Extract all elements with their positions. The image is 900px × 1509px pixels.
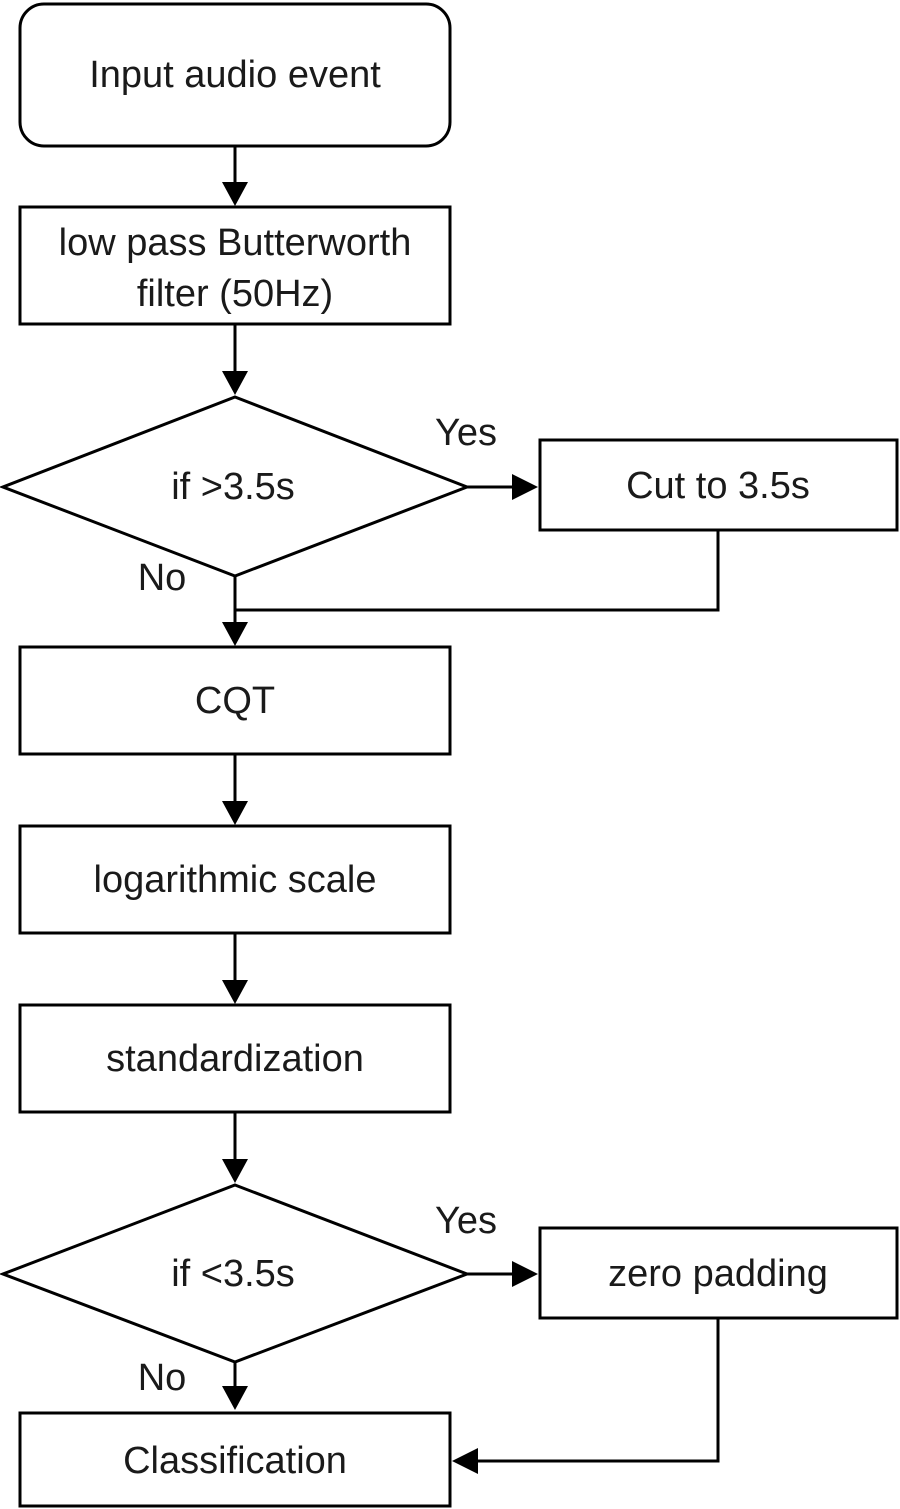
node-zero-padding: zero padding <box>538 1226 899 1320</box>
node-label-input-audio-event: Input audio event <box>89 54 381 96</box>
edge-label-no: No <box>138 1357 187 1399</box>
arrowhead-icon <box>222 1159 248 1183</box>
node-classification: Classification <box>18 1411 452 1508</box>
arrowhead-icon <box>222 182 248 206</box>
edge-label-yes: Yes <box>435 412 497 454</box>
node-lowpass-filter: low pass Butterworth filter (50Hz) <box>18 205 452 326</box>
arrowhead-icon <box>512 1261 538 1287</box>
edge-filter-to-decision-long <box>222 324 248 395</box>
node-label-classification: Classification <box>123 1440 347 1482</box>
arrowhead-icon <box>222 371 248 395</box>
node-label-filter-line2: filter (50Hz) <box>137 273 333 315</box>
node-label-filter-line1: low pass Butterworth <box>59 222 412 264</box>
edge-decision-long-no: No <box>138 557 248 646</box>
edge-label-yes: Yes <box>435 1200 497 1242</box>
arrowhead-icon <box>222 980 248 1004</box>
arrowhead-icon <box>512 474 538 500</box>
arrowhead-icon <box>452 1448 478 1474</box>
node-standardization: standardization <box>18 1003 452 1114</box>
edge-decision-short-yes: Yes <box>435 1200 538 1287</box>
edge-cqt-to-log-scale <box>222 754 248 825</box>
edge-decision-long-yes: Yes <box>435 412 538 500</box>
node-label-logarithmic-scale: logarithmic scale <box>94 859 377 901</box>
decision-label-longer-than: if >3.5s <box>171 466 295 508</box>
node-label-zero-padding: zero padding <box>608 1253 828 1295</box>
arrowhead-icon <box>222 622 248 646</box>
node-label-cut: Cut to 3.5s <box>626 465 810 507</box>
node-decision-shorter-than: if <3.5s <box>0 1183 472 1364</box>
edge-decision-short-no: No <box>138 1357 248 1410</box>
node-cqt: CQT <box>18 645 452 756</box>
edge-label-no: No <box>138 557 187 599</box>
edge-standardization-to-decision-short <box>222 1112 248 1183</box>
node-input-audio-event: Input audio event <box>18 2 452 148</box>
edge-input-to-filter <box>222 146 248 206</box>
edge-log-scale-to-standardization <box>222 933 248 1004</box>
arrowhead-icon <box>222 1386 248 1410</box>
edge-cut-to-merge <box>235 530 720 612</box>
arrowhead-icon <box>222 801 248 825</box>
node-decision-longer-than: if >3.5s <box>0 395 472 578</box>
node-cut: Cut to 3.5s <box>538 438 899 532</box>
edge-zero-padding-to-classification <box>452 1318 720 1474</box>
node-label-cqt: CQT <box>195 680 275 722</box>
node-label-standardization: standardization <box>106 1038 364 1080</box>
node-logarithmic-scale: logarithmic scale <box>18 824 452 935</box>
decision-label-shorter-than: if <3.5s <box>171 1253 295 1295</box>
